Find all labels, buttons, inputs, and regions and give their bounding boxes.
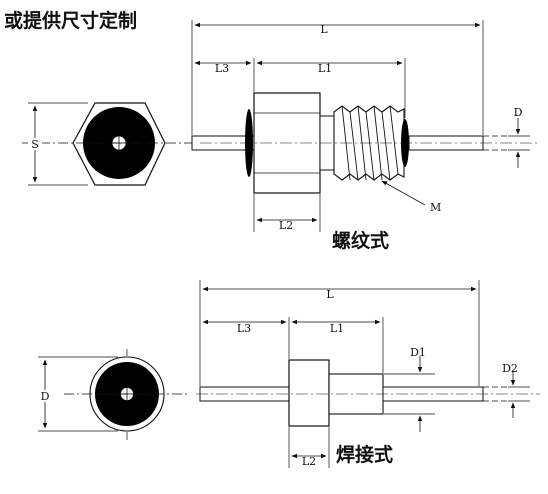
threaded-side-view: [191, 92, 540, 194]
dimension-l-top: [191, 20, 484, 135]
leader-m: [381, 180, 426, 206]
welded-caption: 焊接式: [336, 444, 394, 466]
label-l-bottom: L: [326, 288, 334, 301]
label-l1-top: L1: [318, 62, 332, 75]
dimension-d-top: [508, 118, 530, 168]
label-m: M: [430, 201, 441, 214]
label-s: S: [31, 138, 39, 151]
label-d1: D1: [410, 346, 426, 359]
label-l2-bottom: L2: [302, 455, 316, 468]
dimension-d1: [384, 356, 435, 432]
dimension-l-bottom: [199, 280, 480, 386]
threaded-caption: 螺纹式: [332, 230, 390, 252]
dimension-l1-top: [256, 58, 406, 118]
dimension-d2: [508, 370, 530, 418]
label-l3-bottom: L3: [237, 322, 251, 335]
label-l-top: L: [320, 23, 328, 36]
welded-end-view: [64, 349, 188, 440]
label-l1-bottom: L1: [330, 322, 344, 335]
dimension-l2-top: [253, 194, 321, 232]
threaded-end-view: [22, 102, 200, 186]
dimension-l1-bottom: [291, 317, 384, 373]
welded-side-view: [196, 359, 540, 427]
label-l3-top: L3: [215, 62, 229, 75]
dimension-s: [28, 102, 88, 186]
page-title: 或提供尺寸定制: [4, 10, 138, 32]
label-d-top: D: [514, 106, 523, 119]
dimension-l2-bottom: [288, 427, 330, 468]
dimension-l3-top: [194, 58, 255, 92]
label-d2: D2: [502, 362, 518, 375]
label-d-bottom: D: [41, 390, 50, 403]
dimension-d-bottom: [38, 356, 118, 432]
label-l2-top: L2: [279, 219, 293, 232]
dimension-l3-bottom: [202, 317, 290, 359]
